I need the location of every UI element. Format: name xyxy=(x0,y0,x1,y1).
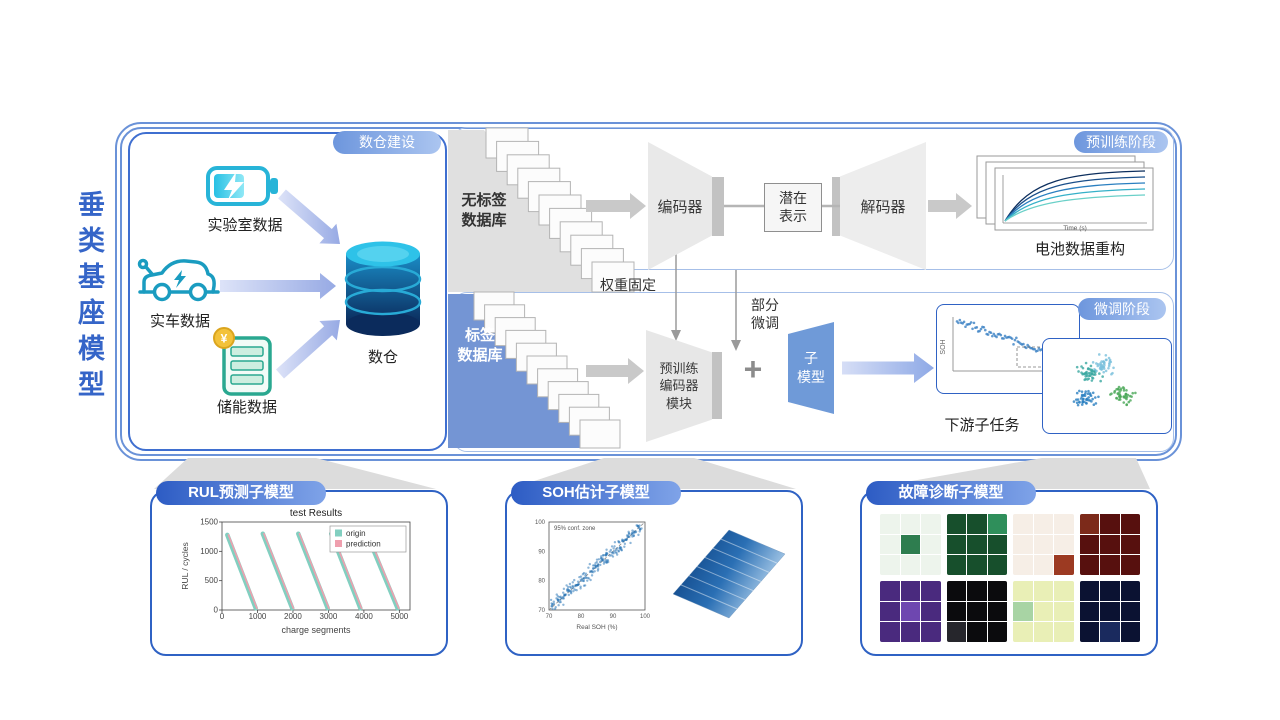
storage-data-label: 储能数据 xyxy=(216,399,277,416)
soh-model-badge: SOH估计子模型 xyxy=(511,481,681,505)
unlabeled-db-label: 无标签 数据库 xyxy=(446,191,522,230)
car-icon xyxy=(137,258,220,302)
data-source-icons: ¥ xyxy=(137,166,422,396)
labeled-db-line2: 数据库 xyxy=(457,346,503,364)
unlabeled-db-line1: 无标签 xyxy=(461,192,507,209)
fault-heatmap-tile xyxy=(946,581,1007,642)
downstream-card-cluster xyxy=(1042,338,1172,434)
svg-text:origin: origin xyxy=(346,529,366,538)
partial-finetune-label: 部分 微调 xyxy=(742,296,788,332)
downstream-cluster-chart xyxy=(1072,353,1137,407)
submodel-line1: 子 xyxy=(804,350,818,367)
svg-text:0: 0 xyxy=(214,606,219,615)
svg-text:90: 90 xyxy=(538,549,545,555)
latent-representation-box: 潜在 表示 xyxy=(764,183,822,232)
svg-text:test Results: test Results xyxy=(290,508,342,519)
partial-line1: 部分 xyxy=(751,297,779,313)
svg-text:charge segments: charge segments xyxy=(281,625,351,635)
vehicle-data-label: 实车数据 xyxy=(149,313,210,330)
svg-text:3000: 3000 xyxy=(320,612,338,621)
svg-text:4000: 4000 xyxy=(355,612,373,621)
pretrain-phase-badge: 预训练阶段 xyxy=(1074,131,1168,153)
weight-fixed-label: 权重固定 xyxy=(600,277,656,293)
storage-icon: ¥ xyxy=(213,327,272,396)
fault-heatmap-tile xyxy=(1013,514,1074,575)
reconstruction-label: 电池数据重构 xyxy=(1034,241,1125,258)
svg-text:Time (s): Time (s) xyxy=(1063,225,1087,232)
fault-heatmap-tile xyxy=(880,514,941,575)
pre-encoder-line1: 预训练 xyxy=(659,360,699,376)
fault-heatmap-tile xyxy=(946,514,1007,575)
partial-line2: 微调 xyxy=(751,315,779,332)
svg-text:1000: 1000 xyxy=(200,547,218,556)
svg-text:80: 80 xyxy=(578,614,585,620)
reconstruction-chart: Time (s) xyxy=(976,155,1154,232)
latent-line1: 潜在 xyxy=(779,190,807,206)
fault-heatmap-tile xyxy=(1013,581,1074,642)
svg-text:¥: ¥ xyxy=(221,332,228,346)
vertical-title: 垂类基座模型 xyxy=(74,190,104,406)
finetune-phase-badge: 微调阶段 xyxy=(1078,298,1166,320)
svg-text:RUL / cycles: RUL / cycles xyxy=(180,542,190,589)
rul-model-box: RUL预测子模型 test Results 0 500 1000 1500 0 1000 20… xyxy=(150,481,448,656)
svg-text:prediction: prediction xyxy=(346,540,381,549)
fault-model-badge: 故障诊断子模型 xyxy=(866,481,1036,505)
submodel-block: 子 模型 xyxy=(788,322,834,414)
svg-text:70: 70 xyxy=(546,614,553,620)
svg-text:95% conf. zone: 95% conf. zone xyxy=(554,526,596,532)
svg-text:80: 80 xyxy=(538,579,545,585)
fault-heatmap-tile xyxy=(1079,581,1140,642)
svg-text:SOH: SOH xyxy=(940,339,947,354)
svg-text:Real SOH (%): Real SOH (%) xyxy=(576,624,617,631)
svg-text:90: 90 xyxy=(610,614,617,620)
battery-icon xyxy=(206,166,278,206)
fault-model-box: 故障诊断子模型 xyxy=(860,481,1158,656)
svg-text:1500: 1500 xyxy=(200,518,218,527)
soh-surface-chart xyxy=(672,529,786,619)
labeled-db-line1: 标签 xyxy=(464,327,495,344)
warehouse-label: 数仓 xyxy=(367,349,398,366)
plus-sign: + xyxy=(743,351,763,387)
fault-heatmap-tile xyxy=(1079,514,1140,575)
svg-text:5000: 5000 xyxy=(390,612,408,621)
downstream-tasks-label: 下游子任务 xyxy=(944,417,1020,434)
fault-heatmap-tile xyxy=(880,581,941,642)
warehouse-badge: 数仓建设 xyxy=(333,131,441,154)
unlabeled-db-line2: 数据库 xyxy=(461,211,507,229)
fault-heatmap-grid xyxy=(880,514,1140,642)
lab-data-label: 实验室数据 xyxy=(207,217,283,234)
warehouse-cylinder-icon xyxy=(344,241,422,336)
latent-line2: 表示 xyxy=(779,207,807,224)
submodel-line2: 模型 xyxy=(797,369,825,385)
svg-text:0: 0 xyxy=(220,612,225,621)
pre-encoder-line2: 编码器 xyxy=(659,378,699,394)
data-source-panel: ¥ 数仓建设 实验室数据 实车数据 储能数据 数仓 xyxy=(128,131,447,451)
labeled-db-label: 标签 数据库 xyxy=(446,326,514,365)
pre-encoder-line3: 模块 xyxy=(665,395,692,411)
svg-text:2000: 2000 xyxy=(284,612,302,621)
svg-text:100: 100 xyxy=(535,520,546,526)
svg-text:1000: 1000 xyxy=(249,612,267,621)
rul-model-badge: RUL预测子模型 xyxy=(156,481,326,505)
svg-text:70: 70 xyxy=(538,608,545,614)
rul-chart: test Results 0 500 1000 1500 0 1000 2000 3000 400… xyxy=(180,508,411,635)
svg-text:500: 500 xyxy=(205,576,219,585)
svg-text:100: 100 xyxy=(640,614,651,620)
